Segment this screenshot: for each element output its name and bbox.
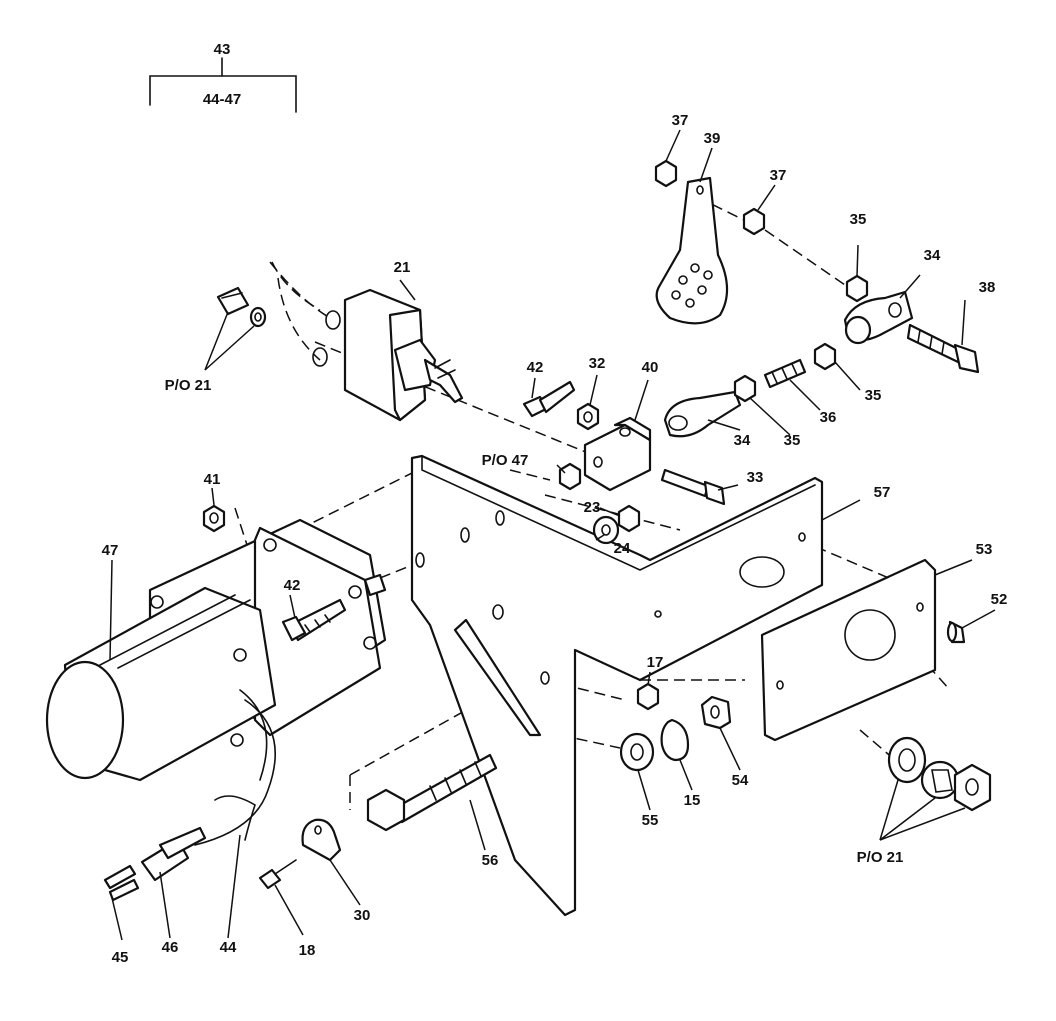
screw-52 xyxy=(946,620,966,644)
callout-46: 46 xyxy=(162,939,179,956)
callout-labels: 21 P/O 21 42 32 40 P/O 47 33 23 24 34 35… xyxy=(102,112,1008,966)
callout-34-lower: 34 xyxy=(734,432,751,449)
group-number-label: 43 xyxy=(214,41,231,58)
callout-18: 18 xyxy=(299,942,316,959)
cover-plate xyxy=(760,558,937,742)
callout-30: 30 xyxy=(354,907,371,924)
motor xyxy=(45,518,387,782)
lockwasher-stack xyxy=(619,682,732,772)
callout-52: 52 xyxy=(991,591,1008,608)
group-range-label: 44-47 xyxy=(203,91,241,108)
callout-39: 39 xyxy=(704,130,721,147)
callout-37-left: 37 xyxy=(672,112,689,129)
callout-21: 21 xyxy=(394,259,411,276)
callout-35-upper: 35 xyxy=(850,211,867,228)
nut-41 xyxy=(202,504,226,533)
callout-24: 24 xyxy=(614,540,631,557)
callout-56: 56 xyxy=(482,852,499,869)
mounting-bracket xyxy=(410,454,824,917)
screw-33 xyxy=(660,468,726,506)
callout-42-upper: 42 xyxy=(527,359,544,376)
callout-35-lower: 35 xyxy=(784,432,801,449)
callout-17: 17 xyxy=(647,654,664,671)
callout-55: 55 xyxy=(642,812,659,829)
clevis-40 xyxy=(583,416,652,492)
lever-arm xyxy=(654,159,766,325)
nut-32 xyxy=(576,402,600,431)
callout-35-right: 35 xyxy=(865,387,882,404)
rod-end-assembly xyxy=(663,342,837,438)
washer-nut-stack xyxy=(558,462,641,545)
callout-po21-upper: P/O 21 xyxy=(165,377,212,394)
callout-34-upper: 34 xyxy=(924,247,941,264)
callout-41: 41 xyxy=(204,471,221,488)
callout-57: 57 xyxy=(874,484,891,501)
callout-po21-lower: P/O 21 xyxy=(857,849,904,866)
callout-47: 47 xyxy=(102,542,119,559)
callout-54: 54 xyxy=(732,772,749,789)
screw-42-lower xyxy=(281,598,347,642)
callout-42-lower: 42 xyxy=(284,577,301,594)
wiring-harness xyxy=(103,689,276,902)
callout-po47: P/O 47 xyxy=(482,452,529,469)
callout-23: 23 xyxy=(584,499,601,516)
switch-mounting-hardware xyxy=(887,736,992,812)
callout-37-right: 37 xyxy=(770,167,787,184)
callout-33: 33 xyxy=(747,469,764,486)
callout-15: 15 xyxy=(684,792,701,809)
screw-42-upper xyxy=(522,380,576,418)
callout-40: 40 xyxy=(642,359,659,376)
callout-53: 53 xyxy=(976,541,993,558)
rod-end-upper xyxy=(843,274,980,374)
leader-lines xyxy=(109,129,996,941)
bolt-56 xyxy=(366,753,498,832)
switch-screw-washer xyxy=(216,286,341,367)
callout-45: 45 xyxy=(112,949,129,966)
group-bracket: 43 44-47 xyxy=(149,41,297,113)
callout-44: 44 xyxy=(220,939,237,956)
cable-clamp xyxy=(258,818,342,890)
callout-38: 38 xyxy=(979,279,996,296)
toggle-switch xyxy=(271,261,464,422)
callout-36: 36 xyxy=(820,409,837,426)
callout-32: 32 xyxy=(589,355,606,372)
